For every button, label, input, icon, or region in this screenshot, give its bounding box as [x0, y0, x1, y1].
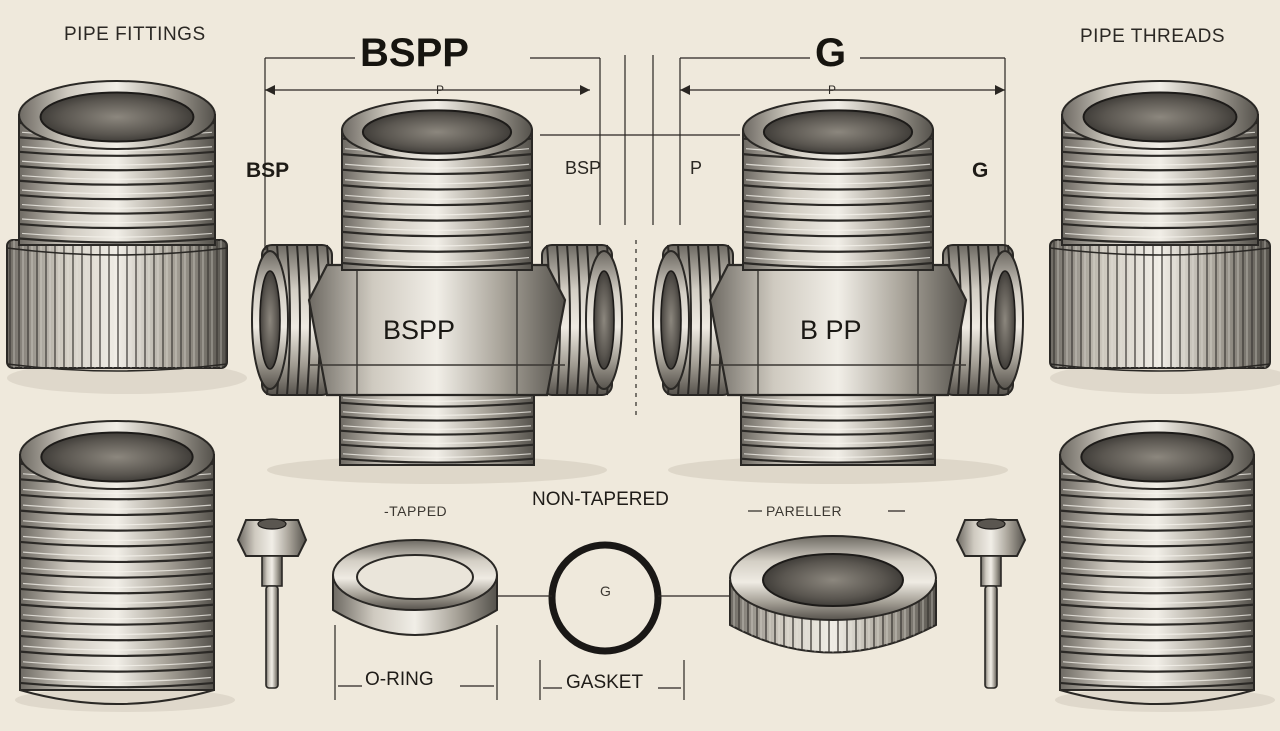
title-bspp: BSPP	[360, 31, 469, 75]
title-g: G	[815, 31, 847, 75]
gasket-ring	[548, 541, 662, 655]
flat-ring	[332, 539, 498, 636]
nipple-bottom-right	[1055, 420, 1275, 712]
bottom-dimension-lines	[334, 510, 905, 700]
pipe-fittings-caption: PIPE FITTINGS	[64, 24, 206, 45]
coupling-top-right	[1049, 80, 1280, 394]
nipple-bottom-left	[15, 420, 235, 712]
dimension-label-left: P	[436, 83, 445, 97]
dimension-label-right: P	[828, 83, 837, 97]
center-label-p: P	[690, 158, 703, 178]
pipe-threads-caption: PIPE THREADS	[1080, 26, 1226, 47]
center-label-bsp: BSP	[565, 158, 602, 178]
label-tapped: -TAPPED	[384, 503, 448, 519]
label-parallel: PARELLER	[766, 503, 843, 519]
bolt-left	[236, 518, 308, 689]
coupling-top-left	[6, 80, 247, 394]
label-o-ring: O-RING	[365, 669, 434, 690]
label-non-tapered: NON-TAPERED	[532, 489, 669, 510]
bolt-right	[955, 518, 1027, 689]
gasket-mark-g: G	[600, 583, 612, 599]
side-label-g: G	[972, 159, 989, 182]
side-label-bsp: BSP	[246, 159, 290, 182]
bottom-components	[236, 518, 1027, 689]
knurled-nut	[729, 535, 937, 654]
dimension-lines	[264, 55, 1006, 420]
engraving-right-fitting: B PP	[800, 315, 862, 345]
tee-fitting-left	[251, 99, 623, 484]
label-gasket: GASKET	[566, 672, 644, 693]
engraving-bspp: BSPP	[383, 315, 456, 345]
tee-fitting-right	[652, 99, 1024, 484]
